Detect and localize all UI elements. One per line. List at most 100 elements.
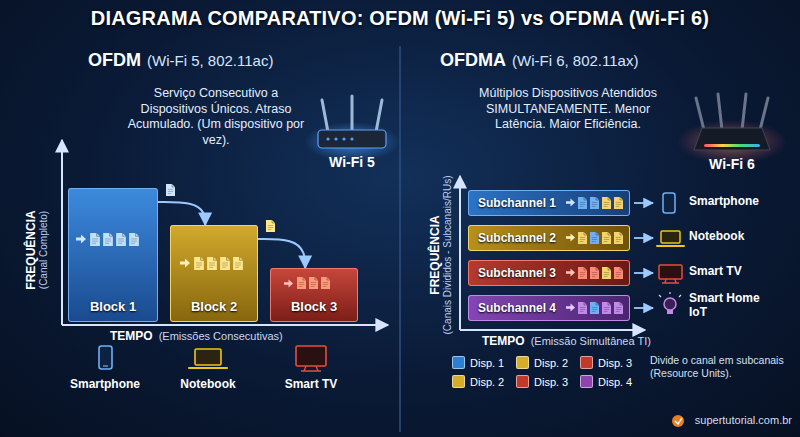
- axis-subtitle: (Canais Divididos - Subcanais/RUs): [442, 176, 453, 335]
- ofdm-axes: [61, 140, 63, 325]
- legend-item: Disp. 3: [580, 356, 642, 369]
- ofdma-device-icons: [664, 298, 676, 310]
- ofdm-block-fills: [270, 268, 358, 322]
- panel-subheading: (Wi-Fi 5, 802.11ac): [147, 52, 273, 69]
- watermark-logo: [672, 415, 684, 427]
- legend-swatch: [516, 356, 529, 369]
- subchannel-packets: [602, 197, 611, 209]
- axis-subtitle: (Canal Completo): [38, 211, 49, 289]
- label-group: Wi-Fi 6: [693, 156, 771, 172]
- wifi6-router: [742, 94, 746, 130]
- device-label: Smart Home IoT: [689, 292, 761, 320]
- wifi6-router: [718, 94, 722, 130]
- node-label: Subchannel 2: [478, 231, 556, 245]
- ofdma-device-icons: [663, 193, 675, 213]
- subchannel-packets: [614, 267, 623, 279]
- wifi5-router: [351, 96, 354, 132]
- device-label: Notebook: [689, 230, 794, 244]
- legend-swatch: [580, 356, 593, 369]
- axis-subtitle: (Emissão Simultânea TI): [531, 335, 651, 347]
- data-packet-icons: [166, 184, 175, 196]
- subchannel-bar: Subchannel 3: [468, 260, 630, 286]
- wifi5-router: [318, 130, 386, 148]
- delivery-arrows: [634, 202, 653, 204]
- label-group: Notebook: [689, 230, 794, 244]
- label-group: supertutorial.com.br: [640, 414, 792, 426]
- subchannel-packets: [566, 303, 575, 311]
- subchannel-packets: [590, 197, 599, 209]
- subchannel-packets: [566, 197, 623, 314]
- data-packet-icons: [90, 233, 100, 246]
- panel-subheading: (Wi-Fi 6, 802.11ax): [512, 52, 638, 69]
- label-group: Smartphone: [55, 377, 155, 391]
- wifi5-router: [342, 137, 345, 140]
- axis-title: FREQUÊNCIA: [428, 215, 442, 294]
- panel-heading: OFDM: [88, 50, 141, 71]
- data-packet-icons: [76, 184, 330, 289]
- label-group: Smartphone: [689, 195, 794, 209]
- data-packet-icons: [207, 257, 217, 270]
- label-group: TEMPO(Emissão Simultânea TI): [482, 334, 651, 348]
- legend: Disp. 1Disp. 2Disp. 3Disp. 2Disp. 3Disp.…: [452, 356, 642, 388]
- legend-text: Disp. 3: [534, 376, 568, 388]
- legend-text: Disp. 1: [470, 357, 504, 369]
- label-group: TEMPO(Emissões Consecutivas): [110, 329, 283, 343]
- subchannel-packets: [602, 267, 611, 279]
- device-label: Smartphone: [689, 195, 794, 209]
- ofdm-block-fills: [68, 188, 358, 322]
- data-packet-icons: [194, 257, 204, 270]
- device-icons: [296, 346, 326, 366]
- legend-swatch: [452, 375, 465, 388]
- subchannel-fills: [468, 190, 630, 321]
- data-packet-icons: [76, 235, 86, 244]
- flow-arrow: [258, 239, 305, 268]
- time-block: Block 1: [68, 188, 158, 322]
- label-group: FREQUÊNCIA(Canais Divididos - Subcanais/…: [428, 176, 453, 335]
- legend-text: Disp. 2: [534, 357, 568, 369]
- subchannel-packets: [578, 302, 587, 314]
- node-label: Block 2: [191, 299, 237, 314]
- subchannel-packets: [590, 267, 599, 279]
- node-label: Subchannel 1: [478, 196, 556, 210]
- delivery-arrows: [634, 272, 653, 274]
- panel-description: Múltiplos Dispositivos Atendidos SIMULTA…: [462, 86, 674, 133]
- device-icons: [99, 346, 326, 371]
- subchannel-bar: Subchannel 4: [468, 295, 630, 321]
- legend-item: Disp. 2: [452, 375, 516, 388]
- data-packet-icons: [297, 277, 306, 289]
- legend-item: Disp. 3: [516, 375, 580, 388]
- panel-description: Serviço Consecutivo a Dispositivos Único…: [125, 86, 307, 149]
- ofdma-axes: [460, 176, 645, 330]
- subchannel-packets: [578, 267, 587, 279]
- subchannel-fills: [468, 225, 630, 251]
- data-packet-icons: [103, 233, 113, 246]
- label-group: Smart TV: [689, 265, 794, 279]
- device-label: Smart TV: [261, 377, 361, 391]
- title-wrap: DIAGRAMA COMPARATIVO: OFDM (Wi-Fi 5) vs …: [0, 7, 800, 30]
- subchannel-bar: Subchannel 1: [468, 190, 630, 216]
- label-group: OFDMA(Wi-Fi 6, 802.11ax): [440, 50, 638, 71]
- wifi6-router: [704, 144, 760, 147]
- data-packet-icons: [129, 233, 139, 246]
- watermark-logo: [675, 418, 682, 424]
- device-label: Smart TV: [689, 265, 794, 279]
- subchannel-bar: Subchannel 2: [468, 225, 630, 251]
- subchannel-packets: [614, 197, 623, 209]
- device-label: Notebook: [158, 377, 258, 391]
- ofdma-device-icons: [659, 265, 682, 279]
- label-group: Divide o canal em subcanais (Resource Un…: [650, 354, 792, 380]
- wifi5-router: [322, 100, 328, 132]
- subchannel-packets: [590, 302, 599, 314]
- delivery-arrows: [634, 203, 653, 308]
- device-icons: [103, 365, 108, 366]
- label-group: Múltiplos Dispositivos Atendidos SIMULTA…: [462, 86, 674, 133]
- ofdma-device-icons: [657, 193, 684, 314]
- subchannel-packets: [566, 198, 575, 206]
- node-label: Subchannel 3: [478, 266, 556, 280]
- subchannel-packets: [578, 197, 587, 209]
- node-label: Subchannel 4: [478, 301, 556, 315]
- axis-subtitle: (Emissões Consecutivas): [159, 330, 283, 342]
- subchannel-fills: [468, 190, 630, 216]
